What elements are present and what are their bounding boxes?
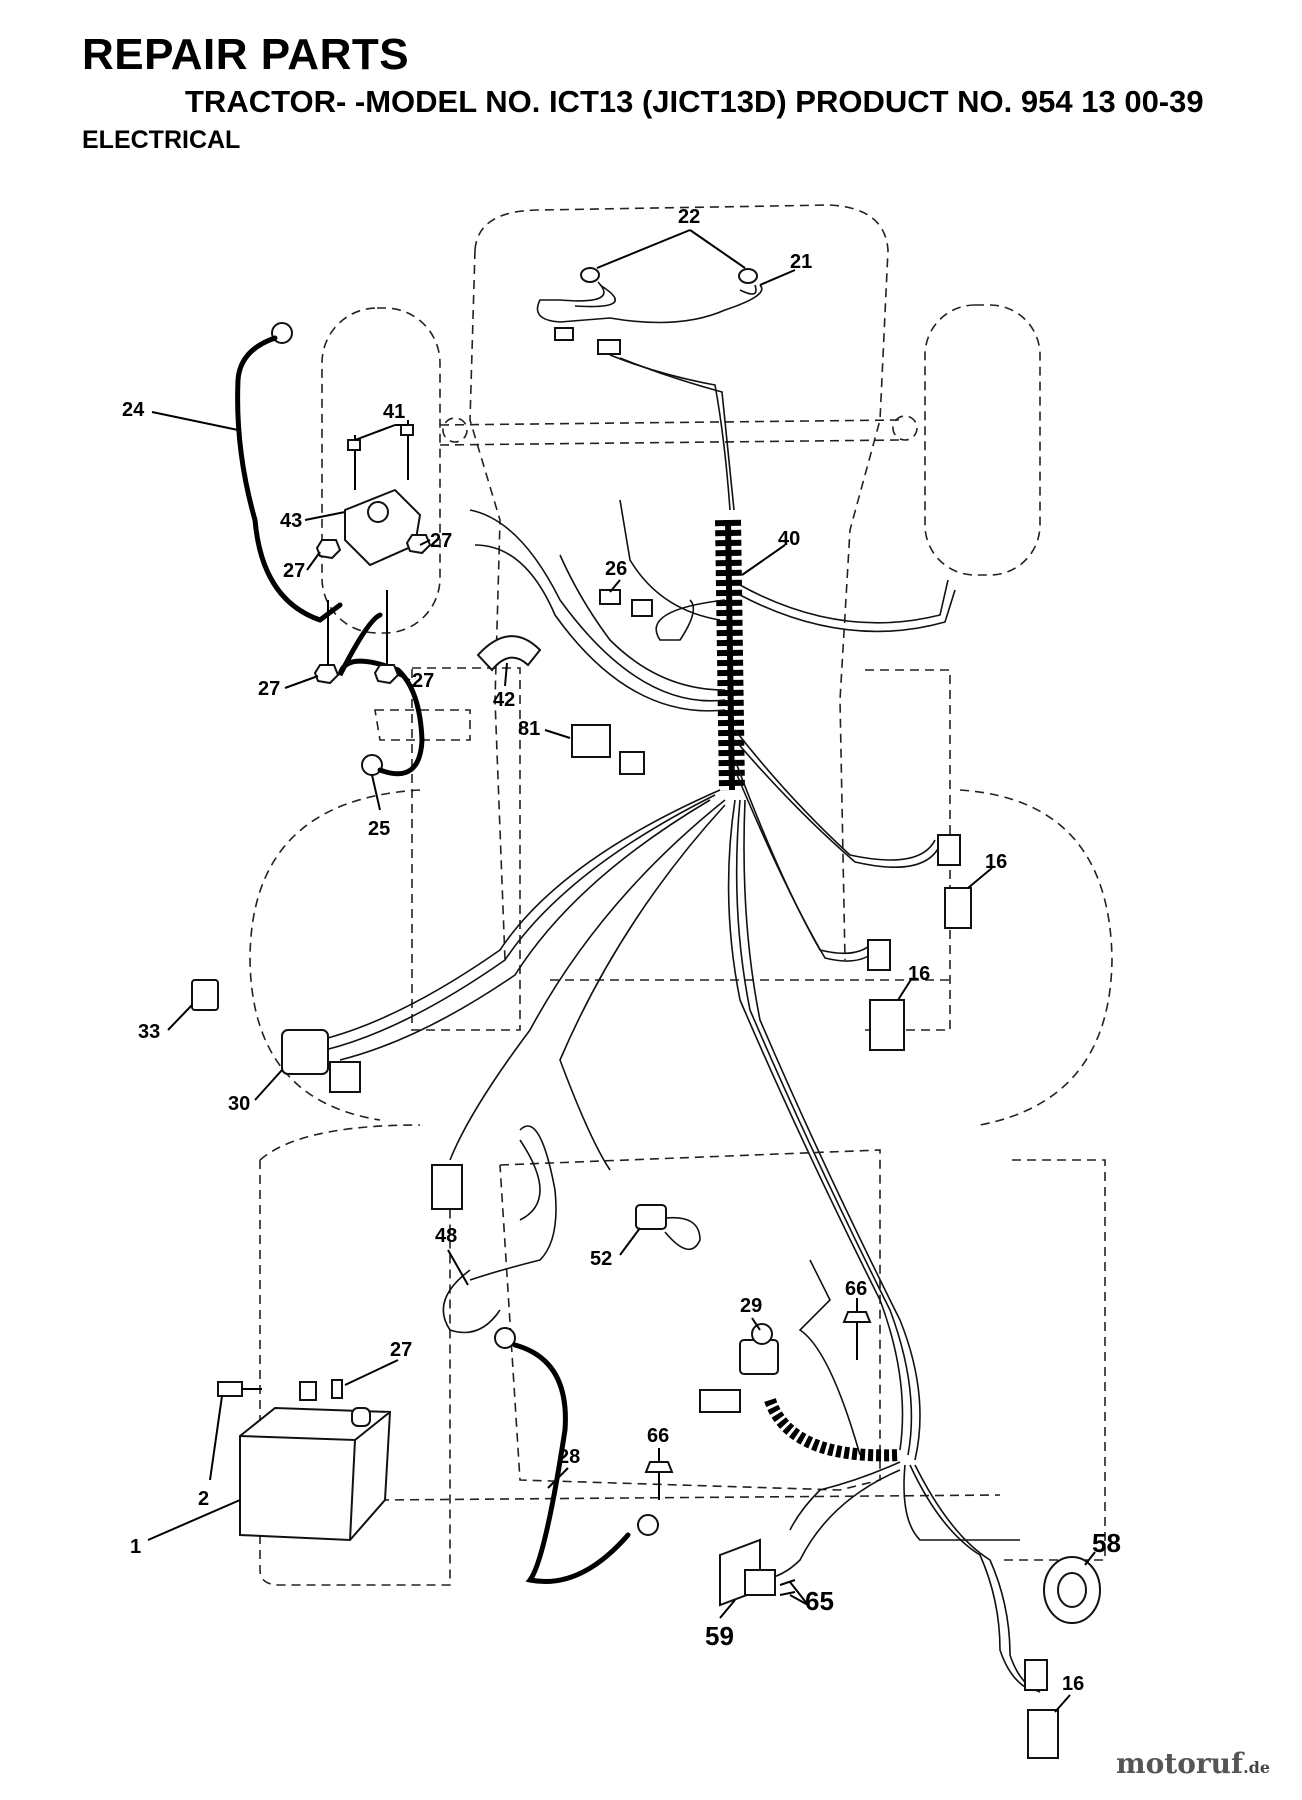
harness-branches <box>319 499 1041 1693</box>
callout-27-d: 27 <box>412 670 434 692</box>
callout-42: 42 <box>493 689 515 711</box>
fuse-26 <box>599 589 653 617</box>
callout-28: 28 <box>558 1446 580 1468</box>
callout-27-a: 27 <box>430 530 452 552</box>
callout-26: 26 <box>605 558 627 580</box>
watermark-brand: motoruf <box>1115 1747 1244 1780</box>
callout-25: 25 <box>368 818 390 840</box>
callout-16-a: 16 <box>985 851 1007 873</box>
watermark-suffix: .de <box>1243 1758 1270 1777</box>
callout-40: 40 <box>778 528 800 550</box>
relay-81 <box>571 724 645 775</box>
main-harness-40 <box>715 519 745 791</box>
callout-labels: 22 21 24 41 43 27 27 27 27 40 26 42 81 2… <box>122 206 1121 1695</box>
switch-29 <box>699 1323 779 1413</box>
ignition-key-33 <box>191 979 219 1011</box>
callout-1: 1 <box>130 1536 141 1558</box>
bolt-66-upper <box>842 1311 872 1360</box>
watermark: motoruf.de <box>1116 1747 1270 1780</box>
nut-27-battery <box>331 1379 343 1399</box>
switch-59 <box>719 1538 796 1607</box>
callout-66-b: 66 <box>647 1425 669 1447</box>
callout-16-c: 16 <box>1062 1673 1084 1695</box>
model-subtitle: TRACTOR- -MODEL NO. ICT13 (JICT13D) PROD… <box>185 84 1204 119</box>
bolt-2 <box>217 1381 317 1401</box>
callout-27-e: 27 <box>390 1339 412 1361</box>
callout-48: 48 <box>435 1225 457 1247</box>
horn-58 <box>1043 1556 1101 1624</box>
callout-16-b: 16 <box>908 963 930 985</box>
callout-24: 24 <box>122 399 145 421</box>
leader-lines <box>147 229 1096 1713</box>
ignition-switch-30 <box>281 1029 361 1093</box>
solenoid-43 <box>313 420 432 685</box>
callout-58: 58 <box>1092 1528 1121 1558</box>
callout-29: 29 <box>740 1295 762 1317</box>
bracket-42 <box>476 635 542 672</box>
connector-16-upper <box>937 834 972 929</box>
connector-block <box>431 1164 463 1210</box>
connector-16-middle <box>867 939 905 1051</box>
callout-2: 2 <box>198 1488 209 1510</box>
callout-21: 21 <box>790 251 812 273</box>
callout-33: 33 <box>138 1021 160 1043</box>
callout-43: 43 <box>280 510 302 532</box>
callout-22: 22 <box>678 206 700 228</box>
section-label: ELECTRICAL <box>82 126 241 154</box>
page-title: REPAIR PARTS <box>82 30 410 79</box>
callout-27-c: 27 <box>258 678 280 700</box>
callout-41: 41 <box>383 401 405 423</box>
battery-1 <box>239 1406 392 1542</box>
fuse-holder-52 <box>635 1204 701 1250</box>
harness-48 <box>442 1269 501 1334</box>
callout-66-a: 66 <box>845 1278 867 1300</box>
cable-28 <box>494 1327 659 1584</box>
connector-16-lower <box>1024 1659 1059 1759</box>
cable-25 <box>337 612 425 777</box>
headlight-harness <box>536 267 763 511</box>
callout-52: 52 <box>590 1248 612 1270</box>
callout-65: 65 <box>805 1586 834 1616</box>
bolt-66-lower <box>644 1461 674 1500</box>
cable-24 <box>235 322 343 623</box>
callout-27-b: 27 <box>283 560 305 582</box>
tractor-outline <box>249 204 1113 1586</box>
callout-30: 30 <box>228 1093 250 1115</box>
callout-81: 81 <box>518 718 540 740</box>
callout-59: 59 <box>705 1621 734 1651</box>
